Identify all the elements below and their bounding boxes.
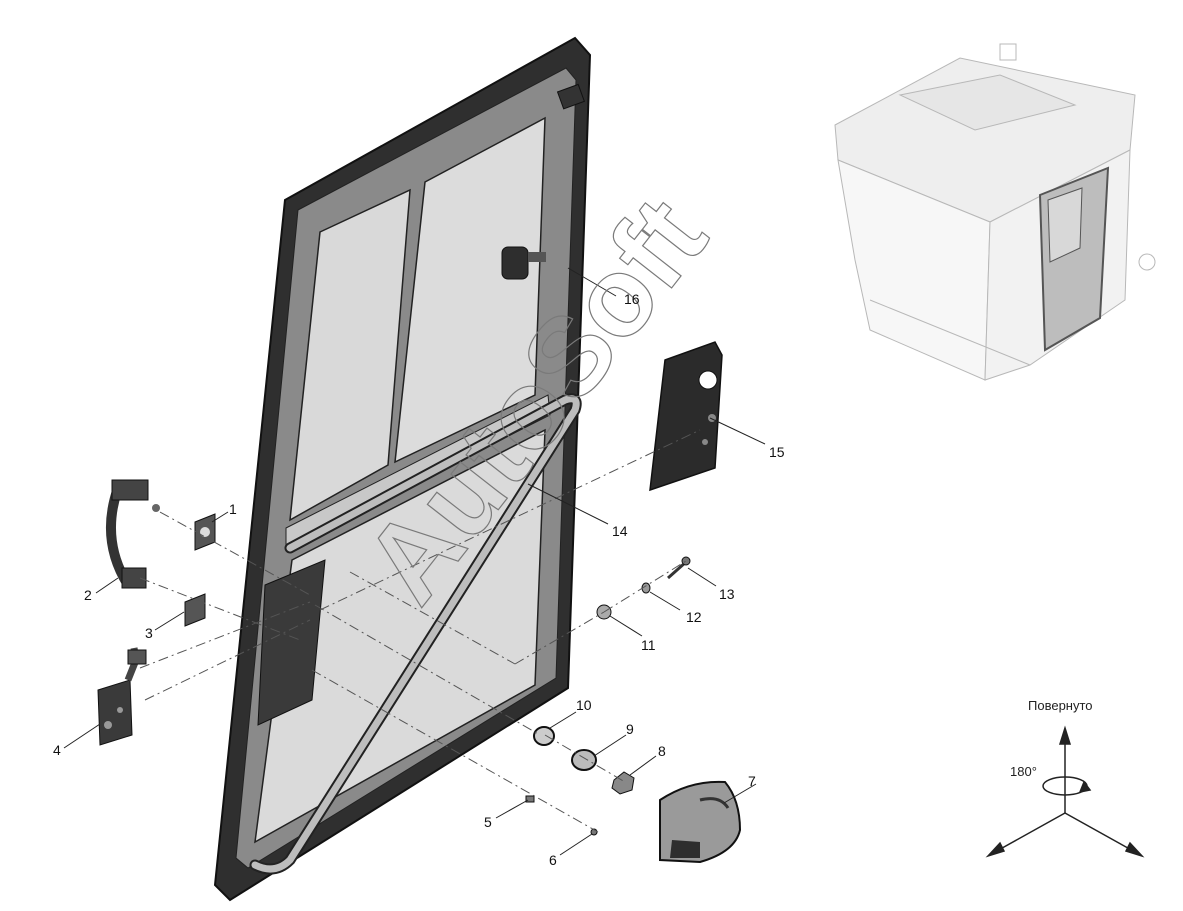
- callout-13: 13: [719, 586, 735, 602]
- callout-2: 2: [84, 587, 92, 603]
- callout-11: 11: [641, 637, 656, 653]
- callout-15: 15: [769, 444, 785, 460]
- door-assembly: [213, 36, 592, 902]
- outer-handle: [105, 479, 160, 589]
- callout-6: 6: [549, 852, 557, 868]
- lower-glass: [254, 428, 546, 844]
- callout-10: 10: [576, 697, 592, 713]
- lock-mechanism: [97, 647, 147, 746]
- callout-3: 3: [145, 625, 153, 641]
- orientation-caption: Повернуто: [1028, 698, 1093, 713]
- nut-8: [611, 771, 635, 795]
- callout-12: 12: [686, 609, 702, 625]
- cover-plate: [649, 341, 723, 492]
- washer-9: [571, 749, 597, 771]
- upper-glass-left: [289, 188, 411, 522]
- callout-5: 5: [484, 814, 492, 830]
- callout-4: 4: [53, 742, 61, 758]
- orientation-axes: [985, 725, 1145, 858]
- callout-14: 14: [612, 523, 628, 539]
- inner-handle-cover: [659, 780, 742, 864]
- rotation-angle-label: 180°: [1010, 764, 1037, 779]
- upper-glass-right: [394, 116, 546, 464]
- callout-7: 7: [748, 773, 756, 789]
- assembly-lines: [139, 429, 701, 833]
- leader-lines: [63, 267, 766, 856]
- bushing-10: [533, 726, 555, 746]
- window-latch: [501, 246, 546, 280]
- cab-thumbnail: [834, 43, 1156, 381]
- gasket-3: [184, 593, 206, 627]
- callout-9: 9: [626, 721, 634, 737]
- callout-8: 8: [658, 743, 666, 759]
- rotate-arrow-icon: [1042, 776, 1092, 796]
- pin-5: [525, 795, 535, 803]
- callout-1: 1: [229, 501, 237, 517]
- callout-16: 16: [624, 291, 640, 307]
- bolt-13: [667, 556, 691, 580]
